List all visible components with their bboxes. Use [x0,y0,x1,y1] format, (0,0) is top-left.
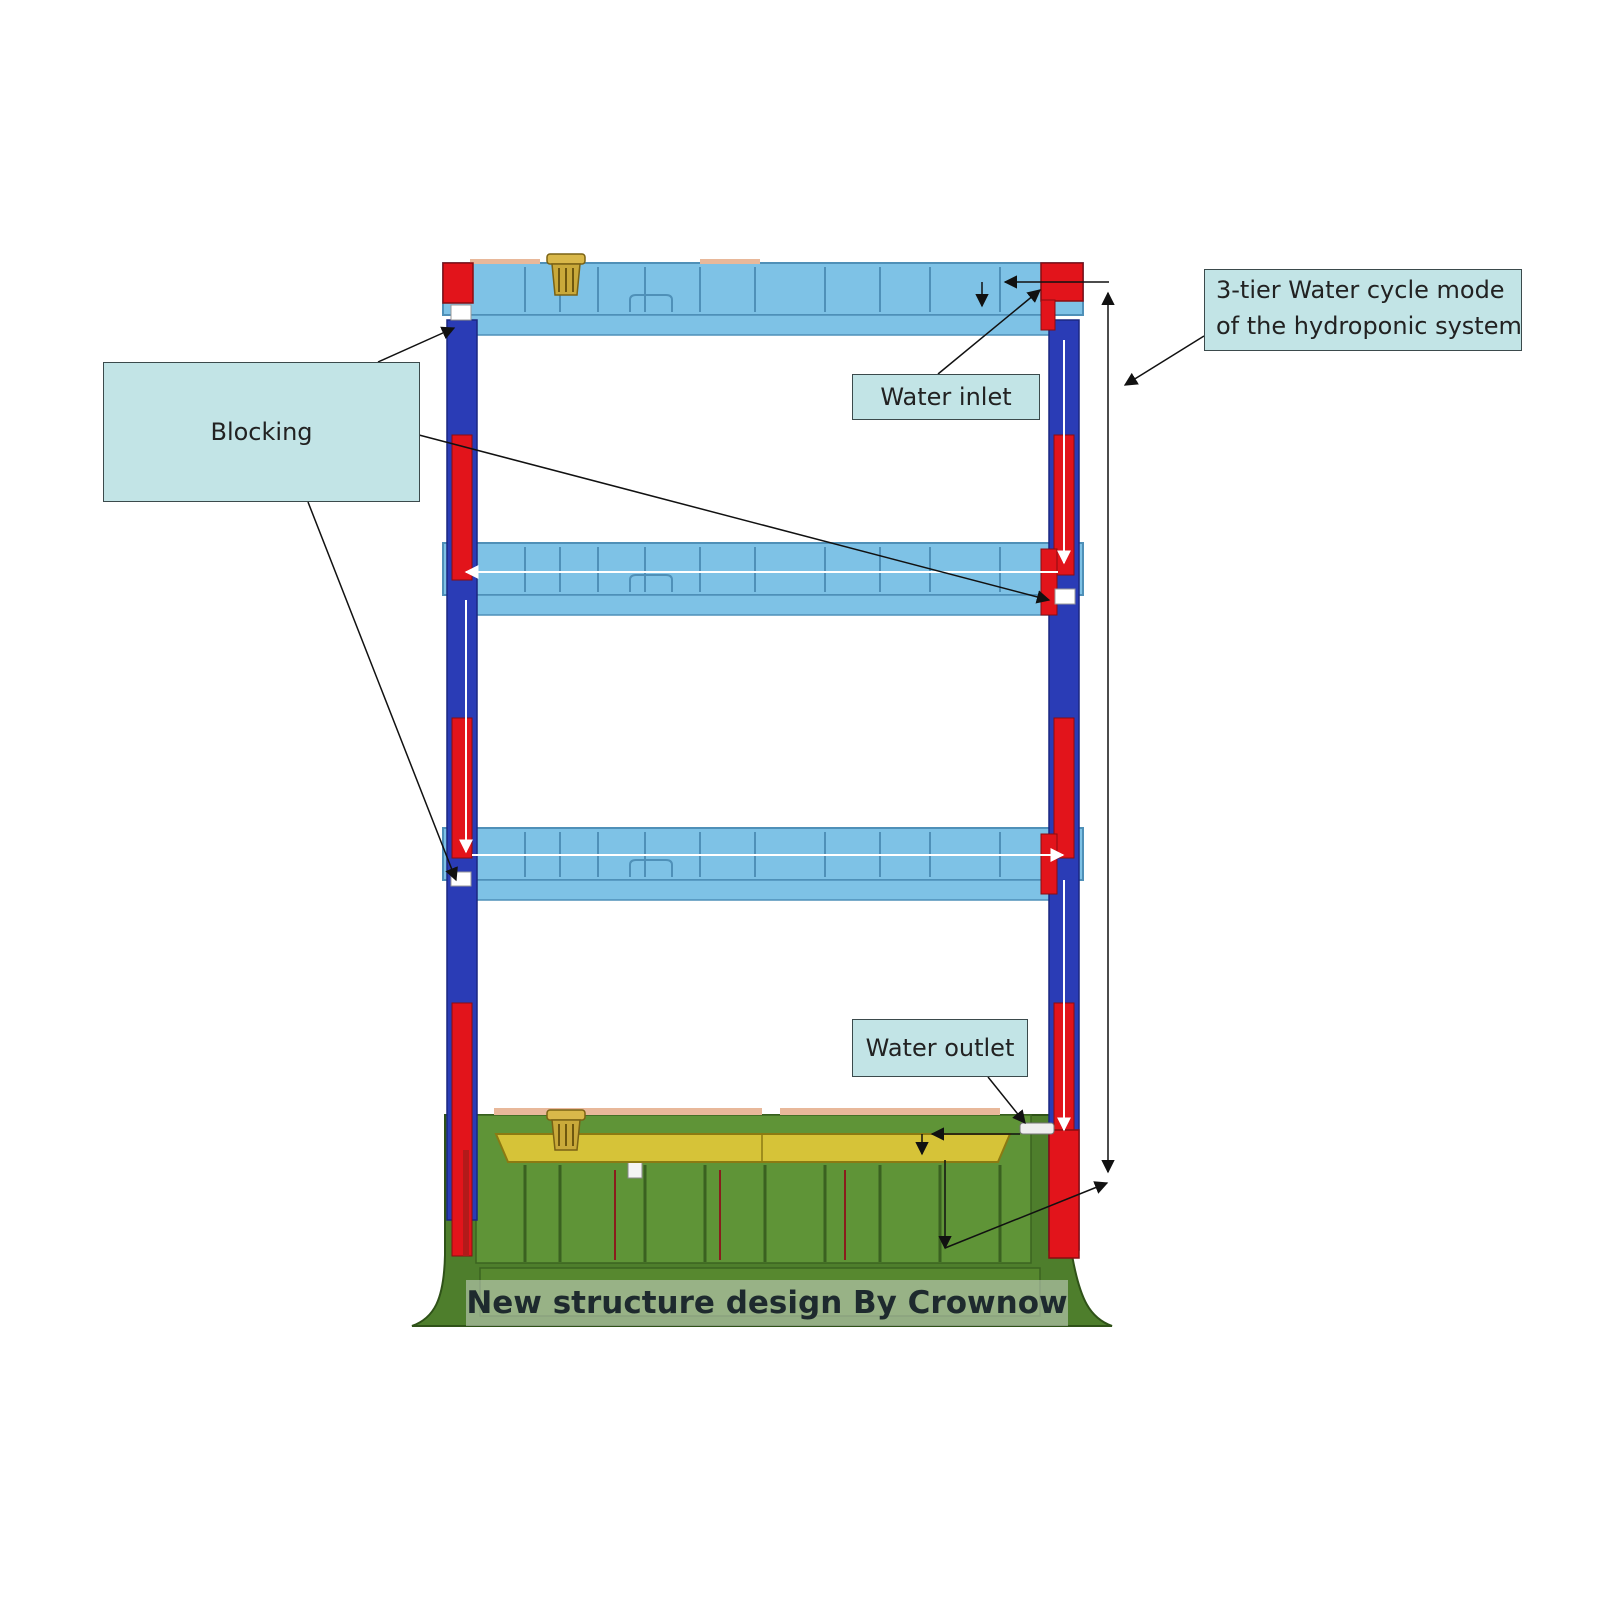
water-inlet-text: Water inlet [880,383,1012,411]
arrow-icon [418,434,1051,604]
arrow-icon [944,1181,1109,1249]
arrow-icon [1123,335,1205,386]
net-pot-icon [546,1109,586,1151]
cycle-mode-line-2: of the hydroponic system [1216,312,1522,340]
tier-3-tray [442,827,1084,901]
flow-arrows [459,340,1071,1132]
arrow-icon [937,289,1042,375]
annotation-arrows [307,275,1205,1250]
blocking-callout: Blocking [103,362,420,502]
caption-banner: New structure design By Crownow [466,1280,1068,1326]
water-outlet-text: Water outlet [865,1034,1015,1062]
water-outlet-callout: Water outlet [852,1019,1028,1077]
arrow-icon [307,501,458,882]
arrow-icon [377,326,456,363]
caption-text: New structure design By Crownow [466,1285,1068,1321]
arrow-icon [987,1076,1026,1125]
tier-1-tray [442,259,1084,336]
net-pot-icon [546,253,586,296]
cycle-mode-callout: 3-tier Water cycle mode of the hydroponi… [1204,269,1522,351]
cycle-mode-line-1: 3-tier Water cycle mode [1216,276,1505,304]
blocking-text: Blocking [210,418,313,446]
float-tray [494,1133,1012,1163]
left-pipe [442,262,478,1257]
water-inlet-callout: Water inlet [852,374,1040,420]
tier-2-tray [442,542,1084,616]
